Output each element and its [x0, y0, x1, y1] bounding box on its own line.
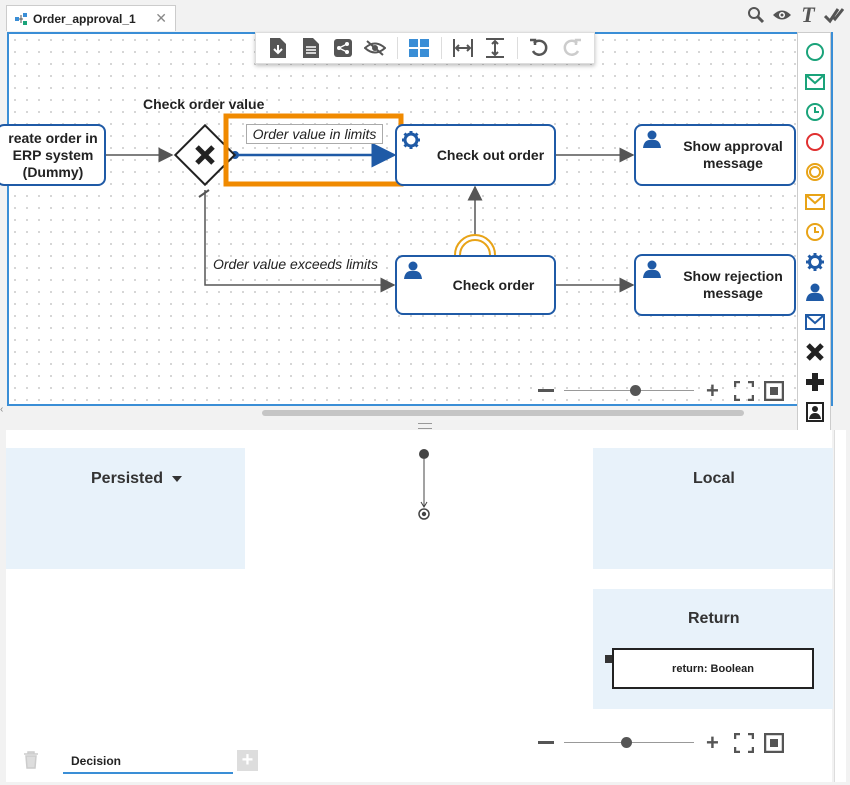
process-icon	[15, 12, 27, 25]
end-event-icon[interactable]	[804, 131, 826, 153]
horizontal-scrollbar[interactable]	[262, 410, 744, 416]
gear-icon	[402, 131, 420, 149]
flow-label-in-limits[interactable]: Order value in limits	[246, 124, 383, 144]
zoom-slider-top[interactable]	[564, 390, 694, 391]
scroll-left-arrow[interactable]: ‹	[0, 404, 4, 415]
return-variable[interactable]: return: Boolean	[612, 648, 814, 689]
canvas-toolbar	[255, 32, 595, 64]
zoom-in-icon[interactable]: +	[706, 378, 719, 403]
exclusive-gateway[interactable]	[173, 123, 237, 187]
task-check-order[interactable]: Check order	[395, 255, 556, 315]
flow-exceeds	[204, 190, 396, 293]
zoom-slider-knob[interactable]	[630, 385, 641, 396]
top-icons: T	[746, 2, 844, 27]
user-task-icon[interactable]	[804, 281, 826, 303]
vertical-scrollbar[interactable]	[834, 430, 846, 782]
close-icon[interactable]: ✕	[155, 10, 167, 26]
fit-icon[interactable]	[764, 381, 784, 401]
dropdown-arrow-icon[interactable]	[172, 476, 182, 482]
fit-height-icon[interactable]	[484, 37, 506, 59]
hide-icon[interactable]	[364, 37, 387, 59]
flow-label-exceeds[interactable]: Order value exceeds limits	[213, 256, 378, 272]
decision-flow	[418, 449, 430, 520]
download-icon[interactable]	[267, 37, 289, 59]
timer-intermediate-icon[interactable]	[804, 221, 826, 243]
tab-order-approval[interactable]: Order_approval_1 ✕	[6, 5, 176, 31]
document-icon[interactable]	[300, 37, 322, 59]
fit-icon[interactable]	[764, 733, 784, 753]
fit-width-icon[interactable]	[452, 37, 474, 59]
splitter-handle[interactable]	[418, 423, 432, 429]
redo-icon[interactable]	[561, 37, 583, 59]
zoom-slider-knob[interactable]	[620, 737, 632, 748]
task-show-approval[interactable]: Show approval message	[634, 124, 796, 186]
start-event-icon[interactable]	[804, 41, 826, 63]
tab-decision[interactable]: Decision	[63, 752, 233, 774]
tab-title: Order_approval_1	[33, 11, 136, 26]
persisted-title[interactable]: Persisted	[91, 470, 164, 487]
zoom-out-icon[interactable]	[538, 389, 554, 392]
task-create-order[interactable]: reate order in ERP system (Dummy)	[0, 124, 106, 186]
eye-icon[interactable]	[772, 4, 792, 26]
tab-bar: Order_approval_1 ✕ T	[0, 0, 850, 32]
user-icon	[404, 261, 422, 279]
return-panel: Return return: Boolean	[593, 589, 833, 709]
user-icon	[643, 130, 661, 148]
zoom-out-icon[interactable]	[538, 741, 554, 744]
undo-icon[interactable]	[528, 37, 550, 59]
zoom-controls-top: +	[536, 380, 786, 402]
local-title: Local	[693, 470, 735, 487]
search-icon[interactable]	[746, 4, 766, 26]
gateway-label: Check order value	[143, 96, 265, 112]
text-icon[interactable]: T	[801, 2, 815, 27]
task-show-rejection[interactable]: Show rejection message	[634, 254, 796, 316]
layout-icon[interactable]	[408, 37, 430, 59]
timer-start-icon[interactable]	[804, 101, 826, 123]
intermediate-event-icon[interactable]	[804, 161, 826, 183]
add-tab-icon[interactable]: +	[237, 750, 258, 771]
fullscreen-icon[interactable]	[734, 733, 754, 753]
message-task-icon[interactable]	[804, 311, 826, 333]
exclusive-gateway-icon[interactable]	[804, 341, 826, 363]
persisted-panel: Persisted	[6, 448, 245, 569]
return-port[interactable]	[605, 655, 613, 663]
zoom-controls-bottom: +	[536, 732, 786, 754]
diagram-canvas[interactable]	[7, 32, 833, 406]
trash-icon[interactable]	[23, 751, 39, 769]
local-panel: Local	[593, 448, 833, 569]
user-icon	[643, 260, 661, 278]
zoom-in-icon[interactable]: +	[706, 730, 719, 755]
check-icon[interactable]	[824, 4, 844, 26]
task-check-out-order[interactable]: Check out order	[395, 124, 556, 186]
message-start-icon[interactable]	[804, 71, 826, 93]
service-task-icon[interactable]	[804, 251, 826, 273]
contact-icon[interactable]	[804, 401, 826, 423]
parallel-gateway-icon[interactable]	[804, 371, 826, 393]
share-icon[interactable]	[332, 37, 354, 59]
return-title: Return	[688, 610, 740, 627]
message-intermediate-icon[interactable]	[804, 191, 826, 213]
fullscreen-icon[interactable]	[734, 381, 754, 401]
